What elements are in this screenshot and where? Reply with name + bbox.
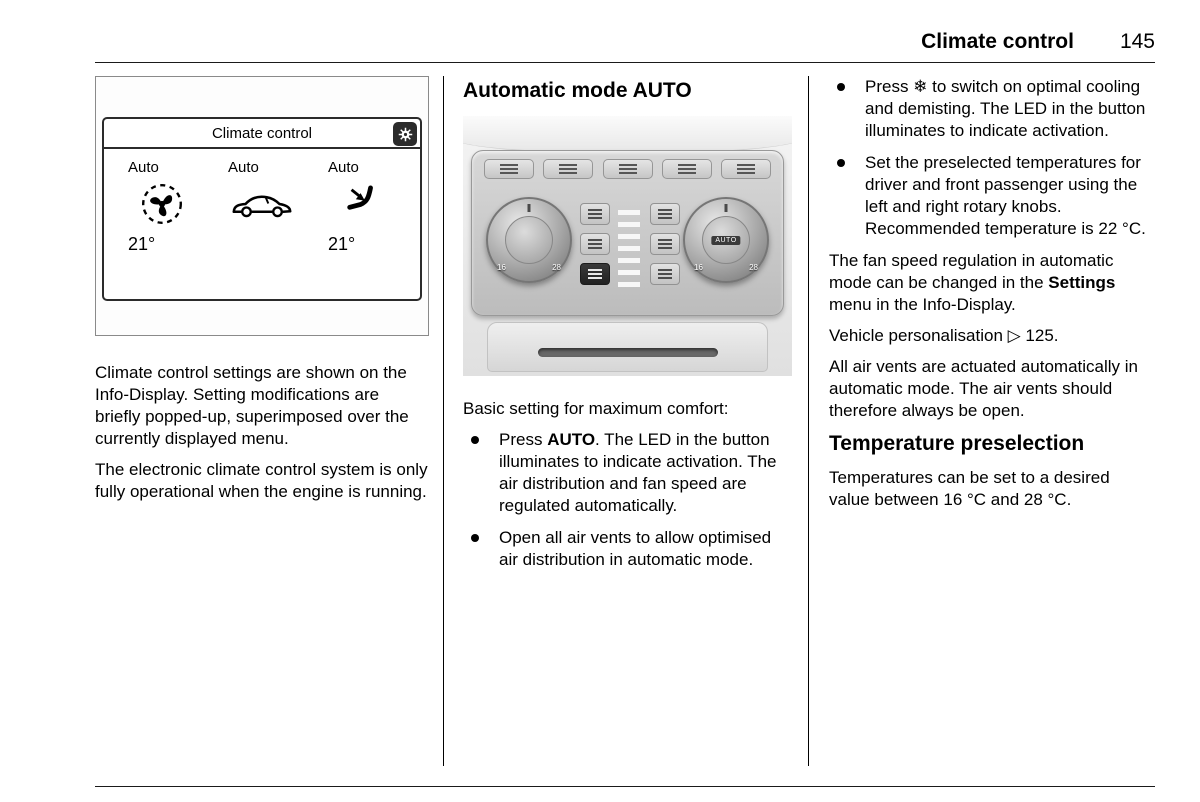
right-temperature-knob: 16 AUTO 28	[683, 197, 769, 283]
auto-mode-button	[580, 263, 610, 285]
temperature-range-paragraph: Temperatures can be set to a desired val…	[829, 468, 1110, 509]
climate-control-panel: 16 28 16 AUTO 28	[471, 150, 784, 316]
car-icon	[212, 178, 312, 230]
passenger-temperature: 21°	[328, 234, 356, 254]
bullet-set-temperatures: Set the preselected temperatures for dri…	[829, 152, 1155, 240]
bullet-press-auto: Press AUTO. The LED in the button illumi…	[463, 429, 792, 517]
left-knob-max-label: 28	[552, 263, 561, 272]
settings-keyword: Settings	[1048, 273, 1116, 292]
paragraph-text: The fan speed regulation in automatic mo…	[829, 251, 1114, 292]
panel-button-row	[484, 159, 771, 179]
cross-reference-line: Vehicle personalisation ▷ 125.	[829, 325, 1155, 347]
bullet-text: . The LED in the button illuminates to i…	[499, 430, 777, 515]
right-bullet-list: Press ❄ to switch on optimal cooling and…	[829, 76, 1155, 240]
windscreen-defrost-button	[650, 203, 680, 225]
page-header: Climate control 145	[95, 30, 1155, 54]
distribution-auto-label: Auto	[228, 159, 259, 176]
vent-mode-button-1	[543, 159, 594, 179]
bullet-text: Press	[865, 77, 914, 96]
auto-mode-heading: Automatic mode AUTO	[463, 79, 692, 102]
intro-paragraph: Climate control settings are shown on th…	[95, 363, 409, 448]
fan-icon	[112, 178, 212, 230]
left-knob-min-label: 16	[497, 263, 506, 272]
tray-slot	[537, 348, 718, 357]
left-knob-face	[505, 216, 553, 264]
right-knob-max-label: 28	[749, 263, 758, 272]
vent-mode-button-3	[661, 159, 712, 179]
reference-text: Vehicle personalisation	[829, 326, 1008, 345]
chapter-title: Climate control	[921, 30, 1074, 53]
fan-speed-paragraph: The fan speed regulation in automatic mo…	[829, 250, 1155, 316]
column-right: Press ❄ to switch on optimal cooling and…	[809, 76, 1155, 766]
right-knob-auto-label: AUTO	[711, 236, 741, 245]
temperature-preselection-heading: Temperature preselection	[829, 432, 1085, 455]
seat-heat-left-button	[484, 159, 534, 179]
mode-button	[650, 263, 680, 285]
bullet-press-cooling: Press ❄ to switch on optimal cooling and…	[829, 76, 1155, 142]
seat-air-icon	[312, 178, 412, 230]
engine-running-paragraph: The electronic climate control system is…	[95, 460, 428, 501]
content-columns: Climate control	[95, 76, 1155, 766]
air-vents-paragraph: All air vents are actuated automatically…	[829, 357, 1138, 420]
bullet-text: Press	[499, 430, 548, 449]
right-knob-min-label: 16	[694, 263, 703, 272]
auto-labels-row: Auto Auto Auto	[104, 149, 420, 176]
column-middle: Automatic mode AUTO 16 28	[444, 76, 808, 766]
settings-gear-icon	[393, 122, 417, 146]
display-icons-row	[104, 178, 420, 230]
header-rule	[95, 62, 1155, 63]
storage-tray	[487, 322, 768, 372]
cross-reference-arrow-icon: ▷	[1007, 326, 1021, 345]
info-display: Climate control	[102, 117, 422, 301]
bullet-open-vents: Open all air vents to allow optimised ai…	[463, 527, 792, 571]
basic-setting-intro: Basic setting for maximum comfort:	[463, 399, 729, 418]
recirculation-button	[580, 203, 610, 225]
rear-defrost-button	[650, 233, 680, 255]
column-divider-2	[808, 76, 809, 766]
auto-keyword: AUTO	[547, 430, 596, 449]
auto-mode-bullet-list: Press AUTO. The LED in the button illumi…	[463, 429, 792, 571]
info-display-figure: Climate control	[95, 76, 429, 336]
driver-temperature: 21°	[128, 234, 156, 254]
column-divider-1	[443, 76, 444, 766]
page-number: 145	[1119, 30, 1155, 53]
left-temperature-knob: 16 28	[486, 197, 572, 283]
ac-button	[580, 233, 610, 255]
temperatures-row: 21° 21°	[104, 234, 420, 255]
cooling-snowflake-icon: ❄	[913, 77, 928, 97]
fan-auto-label: Auto	[128, 159, 159, 176]
fan-speed-display	[618, 203, 640, 287]
seat-heat-right-button	[721, 159, 771, 179]
climate-panel-photo: 16 28 16 AUTO 28	[463, 116, 792, 376]
paragraph-text: menu in the Info-Display.	[829, 295, 1016, 314]
vent-mode-button-2	[602, 159, 653, 179]
reference-page: 125.	[1020, 326, 1059, 345]
display-title: Climate control	[211, 124, 313, 142]
seat-auto-label: Auto	[328, 159, 359, 176]
bullet-text: to switch on optimal cooling and demisti…	[865, 77, 1146, 140]
temps-spacer	[212, 234, 312, 255]
footer-rule	[95, 786, 1155, 787]
display-titlebar: Climate control	[104, 119, 420, 149]
dashboard-trim	[463, 116, 792, 154]
column-left: Climate control	[95, 76, 443, 766]
